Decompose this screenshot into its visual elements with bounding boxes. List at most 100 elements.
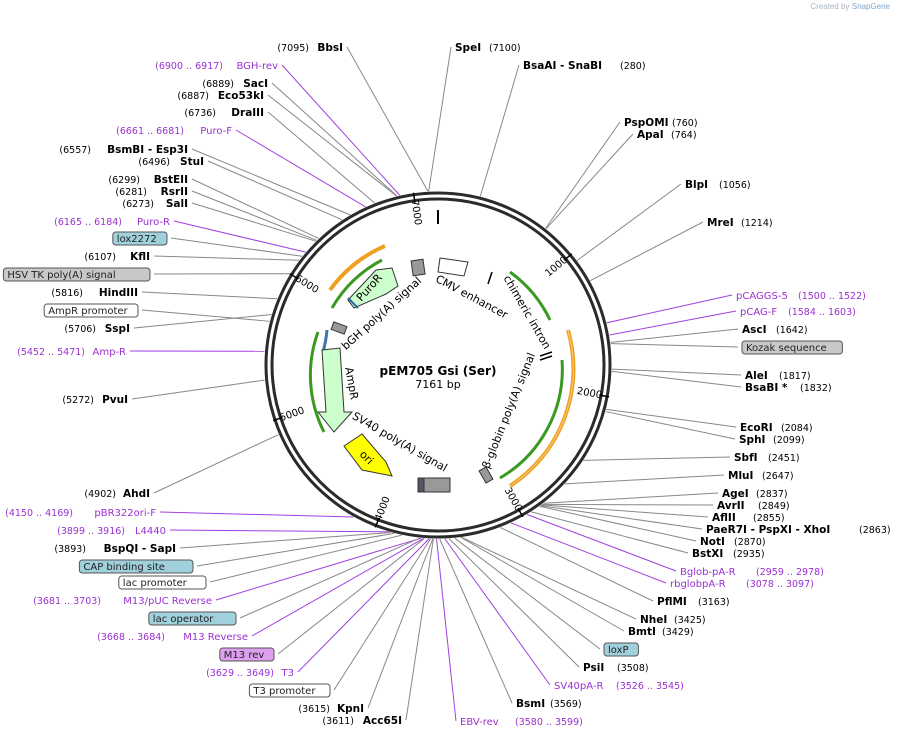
intron-mark-3: [540, 356, 552, 360]
site-label: BsaBI * (1832): [745, 382, 832, 394]
site-name: SalI: [166, 198, 188, 210]
site-label: Puro-F(6661 .. 6681): [116, 126, 232, 137]
site-name: PvuI: [102, 394, 128, 406]
site-position: (2837): [756, 489, 788, 500]
leader-line: [541, 505, 708, 517]
site-label: MluI(2647): [728, 470, 794, 482]
ori-edge-box: [418, 478, 424, 492]
site-name: PspOMI: [624, 117, 669, 129]
intron-mark-1: [488, 272, 492, 284]
site-position: (6496): [138, 157, 170, 168]
site-name: BstEII: [154, 174, 188, 186]
feature-tag-text: T3 promoter: [252, 686, 316, 697]
site-label: BsmBI - Esp3I(6557): [59, 144, 188, 156]
site-name: ApaI: [637, 129, 664, 141]
leader-line: [298, 539, 429, 672]
leader-line: [154, 256, 299, 260]
site-name: BsaBI *: [745, 382, 788, 394]
site-label: SacI(6889): [202, 78, 268, 90]
site-position: (3580 .. 3599): [515, 717, 583, 728]
site-position: (6165 .. 6184): [54, 217, 122, 228]
site-name: Puro-R: [137, 217, 170, 228]
site-name: pCAG-F: [740, 307, 777, 318]
leader-line: [142, 310, 270, 321]
plasmid-length: 7161 bp: [415, 378, 460, 391]
site-position: (760): [672, 118, 698, 129]
site-position: (2855): [753, 513, 785, 524]
site-name: AgeI: [722, 488, 749, 500]
watermark-prefix: Created by: [810, 2, 849, 11]
site-label: MreI(1214): [707, 217, 773, 229]
site-position: (3078 .. 3097): [746, 579, 814, 590]
feature-label-cmv-enhancer: CMV enhancer: [433, 272, 510, 321]
site-name: BspQI - SapI: [104, 543, 176, 555]
site-label: StuI(6496): [138, 156, 204, 168]
site-label: BspQI - SapI(3893): [54, 543, 176, 555]
site-name: BsmBI - Esp3I: [107, 144, 188, 156]
feature-tag-text: lox2272: [117, 234, 157, 245]
feature-label-ampr: AmpR: [342, 366, 361, 401]
site-name: BGH-rev: [236, 61, 278, 72]
site-label: T3 promoter: [249, 684, 330, 697]
site-position: (3429): [662, 627, 694, 638]
feature-tag-text: AmpR promoter: [48, 306, 128, 317]
leader-line: [584, 457, 730, 460]
intron-mark-2: [540, 352, 552, 356]
leader-line: [542, 504, 713, 505]
leader-line: [282, 65, 400, 195]
site-label: BlpI(1056): [685, 179, 751, 191]
site-label: KpnI(3615): [298, 703, 364, 715]
site-position: (1500 .. 1522): [798, 291, 866, 302]
leader-line: [429, 47, 451, 191]
site-label: M13 rev: [220, 648, 274, 661]
site-label: EcoRI(2084): [740, 422, 813, 434]
site-label: BsmI(3569): [516, 698, 582, 710]
leader-line: [462, 537, 636, 619]
site-position: (1817): [779, 371, 811, 382]
site-label: pCAG-F(1584 .. 1603): [740, 307, 856, 318]
site-position: (1214): [741, 218, 773, 229]
leader-line: [437, 539, 456, 721]
cmv-box: [411, 259, 425, 276]
site-label: BGH-rev(6900 .. 6917): [155, 61, 278, 72]
site-name: KpnI: [337, 703, 364, 715]
site-label: HSV TK poly(A) signal: [3, 268, 150, 281]
site-label: BsaAI - SnaBI(280): [523, 60, 646, 72]
site-name: EBV-rev: [460, 717, 499, 728]
site-position: (7100): [489, 43, 521, 54]
leader-line: [540, 506, 702, 529]
site-name: SspI: [105, 323, 130, 335]
tick-label-7000: 7000: [409, 199, 423, 226]
leader-line: [208, 161, 342, 220]
site-name: pBR322ori-F: [94, 508, 156, 519]
site-position: (6273): [122, 199, 154, 210]
site-name: Amp-R: [93, 347, 127, 358]
site-label: SV40pA-R(3526 .. 3545): [554, 681, 684, 692]
tick-label-5000: 5000: [278, 405, 306, 424]
feature-tag-text: M13 rev: [224, 650, 265, 661]
site-name: AleI: [745, 370, 768, 382]
leader-line: [445, 539, 550, 685]
leader-line: [142, 292, 277, 299]
site-name: BstXI: [692, 548, 723, 560]
site-label: AvrII(2849): [717, 500, 790, 512]
site-name: HindIII: [99, 287, 138, 299]
site-label: Puro-R (6165 .. 6184): [54, 217, 170, 228]
site-label: lox2272: [113, 232, 167, 245]
site-label: SspI (5706): [64, 323, 130, 335]
feature-tag-text: HSV TK poly(A) signal: [7, 270, 115, 281]
site-position: (3668 .. 3684): [97, 632, 165, 643]
site-position: (1832): [800, 383, 832, 394]
tick-label-4000: 4000: [373, 495, 392, 523]
leader-line: [134, 315, 271, 328]
site-name: SbfI: [734, 452, 758, 464]
site-name: MluI: [728, 470, 753, 482]
site-position: (5706): [64, 324, 96, 335]
site-name: SV40pA-R: [554, 681, 603, 692]
site-position: (3681 .. 3703): [33, 596, 101, 607]
site-name: pCAGGS-5: [736, 291, 788, 302]
site-label: PvuI(5272): [62, 394, 128, 406]
site-position: (2451): [768, 453, 800, 464]
leader-line: [606, 412, 735, 439]
site-label: ApaI(764): [637, 129, 697, 141]
